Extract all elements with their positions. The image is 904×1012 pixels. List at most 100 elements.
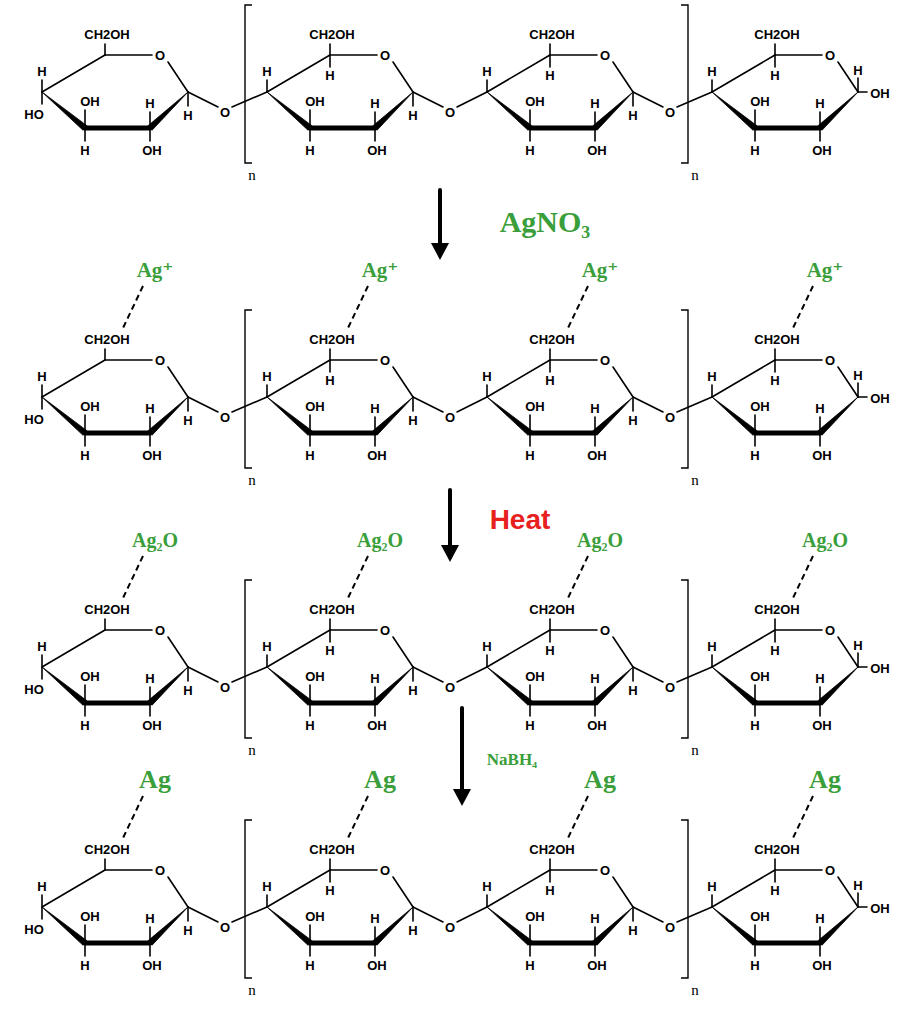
silver-species: Ag⁺ bbox=[137, 257, 174, 283]
atom-label: H bbox=[408, 413, 417, 428]
atom-label: OH bbox=[80, 94, 100, 109]
atom-label: HO bbox=[24, 107, 44, 122]
bond-line bbox=[309, 110, 311, 128]
repeat-subscript: n bbox=[248, 982, 256, 999]
atom-label: H bbox=[482, 369, 491, 384]
atom-label: CH2OH bbox=[84, 27, 130, 42]
bond-line bbox=[529, 433, 531, 446]
repeat-bracket bbox=[245, 5, 252, 163]
atom-label: HO bbox=[24, 412, 44, 427]
bond-line bbox=[393, 877, 413, 907]
bond-line bbox=[632, 907, 634, 921]
ring-wedge bbox=[487, 397, 532, 435]
atom-label: HO bbox=[24, 922, 44, 937]
bond-line bbox=[188, 92, 218, 107]
bond-line bbox=[104, 44, 106, 55]
bond-line bbox=[149, 417, 151, 433]
bond-line bbox=[105, 54, 152, 56]
bond-line bbox=[594, 703, 596, 716]
atom-label: H bbox=[815, 911, 824, 926]
bond-line bbox=[329, 619, 331, 630]
bond-line bbox=[594, 128, 596, 141]
bond-line bbox=[774, 349, 776, 360]
atom-label: CH2OH bbox=[529, 842, 575, 857]
atom-label: OH bbox=[367, 958, 387, 973]
bond-line bbox=[857, 653, 859, 667]
atom-label: H bbox=[770, 68, 779, 83]
bond-line bbox=[858, 906, 867, 908]
atom-label: H bbox=[183, 413, 192, 428]
bond-line bbox=[775, 629, 822, 631]
bond-line bbox=[550, 359, 597, 361]
atom-label: H bbox=[545, 883, 554, 898]
bond-line bbox=[677, 667, 712, 682]
bond-line bbox=[267, 630, 330, 667]
bond-line bbox=[267, 55, 330, 92]
bond-line bbox=[42, 360, 105, 397]
bond-line bbox=[309, 685, 311, 703]
bond-line bbox=[529, 685, 531, 703]
bond-line bbox=[549, 859, 551, 870]
atom-label: OH bbox=[525, 669, 545, 684]
bond-line bbox=[266, 80, 268, 92]
atom-label: H bbox=[482, 64, 491, 79]
ring-wedge bbox=[42, 397, 87, 435]
atom-label: H bbox=[482, 639, 491, 654]
atom-label: OH bbox=[587, 448, 607, 463]
ring-wedge bbox=[712, 667, 757, 705]
bond-line bbox=[529, 703, 531, 716]
bond-line bbox=[149, 128, 151, 141]
atom-label: CH2OH bbox=[529, 27, 575, 42]
atom-label: H bbox=[325, 643, 334, 658]
atom-label: H bbox=[370, 96, 379, 111]
atom-label: H bbox=[525, 143, 534, 158]
atom-label: H bbox=[408, 683, 417, 698]
bond-line bbox=[105, 869, 152, 871]
bond-line bbox=[613, 367, 633, 397]
bond-line bbox=[374, 433, 376, 446]
atom-label: O bbox=[825, 48, 835, 63]
bond-line bbox=[309, 703, 311, 716]
bond-line bbox=[487, 870, 550, 907]
atom-label: CH2OH bbox=[754, 842, 800, 857]
bond-line bbox=[632, 92, 634, 106]
bond-line bbox=[529, 943, 531, 956]
silver-species: Ag₂O bbox=[802, 529, 848, 552]
bond-line bbox=[42, 55, 105, 92]
atom-label: H bbox=[145, 96, 154, 111]
bond-line bbox=[486, 655, 488, 667]
ring-wedge bbox=[487, 667, 532, 705]
atom-label: H bbox=[80, 958, 89, 973]
bond-line bbox=[168, 637, 188, 667]
atom-label: CH2OH bbox=[309, 842, 355, 857]
bond-line bbox=[594, 687, 596, 703]
atom-label: H bbox=[628, 683, 637, 698]
bond-line bbox=[774, 55, 776, 67]
atom-label: OH bbox=[750, 909, 770, 924]
silver-species: Ag⁺ bbox=[362, 257, 399, 283]
bond-line bbox=[775, 869, 822, 871]
bond-line bbox=[529, 128, 531, 141]
bond-line bbox=[487, 630, 550, 667]
atom-label: OH bbox=[587, 143, 607, 158]
atom-label: OH bbox=[870, 661, 890, 676]
atom-label: O bbox=[600, 863, 610, 878]
bond-line bbox=[613, 637, 633, 667]
bond-line bbox=[187, 92, 189, 106]
atom-label: O bbox=[665, 410, 675, 425]
bond-line bbox=[104, 859, 106, 870]
bond-line bbox=[774, 360, 776, 372]
ring-front-edge bbox=[755, 701, 820, 706]
atom-label: H bbox=[590, 401, 599, 416]
repeat-subscript: n bbox=[691, 472, 699, 489]
reagent-label: NaBH₄ bbox=[487, 750, 537, 770]
repeat-subscript: n bbox=[691, 167, 699, 184]
atom-label: OH bbox=[80, 669, 100, 684]
bond-line bbox=[858, 396, 867, 398]
bond-line bbox=[309, 433, 311, 446]
ring-front-edge bbox=[310, 431, 375, 436]
bond-line bbox=[84, 433, 86, 446]
atom-label: H bbox=[145, 401, 154, 416]
bond-line bbox=[41, 385, 43, 397]
